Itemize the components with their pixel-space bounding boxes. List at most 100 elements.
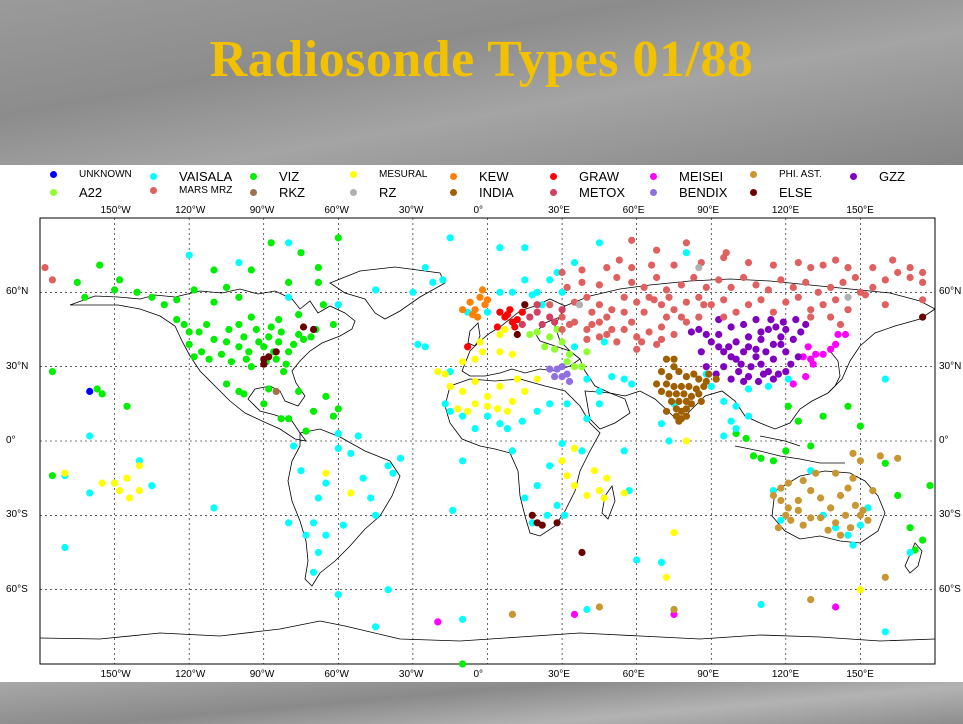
station-marker-mars-mrz — [558, 325, 566, 334]
station-marker-rkz — [272, 387, 280, 395]
station-marker-phi-ast — [777, 484, 785, 492]
station-marker-meisei — [827, 345, 835, 353]
station-marker-else — [553, 519, 561, 527]
station-marker-vaisala — [290, 442, 298, 450]
station-marker-mars-mrz — [782, 298, 790, 306]
legend-item-mars-mrz: MARS MRZ — [150, 185, 232, 196]
station-marker-mars-mrz — [881, 301, 889, 309]
station-marker-vaisala — [285, 239, 293, 247]
station-marker-phi-ast — [869, 487, 877, 495]
station-marker-gzz — [740, 348, 748, 356]
station-marker-gzz — [774, 370, 783, 378]
station-marker-mesural — [570, 482, 579, 490]
station-marker-vaisala — [439, 276, 447, 284]
station-marker-mesural — [521, 387, 529, 395]
station-marker-bendix — [546, 365, 554, 373]
station-marker-phi-ast — [812, 469, 820, 477]
station-marker-viz — [782, 447, 790, 455]
station-marker-phi-ast — [894, 454, 902, 462]
legend-item-meisei: MEISEI — [650, 169, 723, 184]
station-marker-meisei — [802, 373, 810, 381]
coastline-north-america — [69, 288, 356, 442]
legend-swatch — [150, 173, 157, 180]
station-marker-meisei — [570, 610, 579, 618]
station-marker-vaisala — [314, 548, 322, 557]
slide-background-top — [0, 0, 963, 165]
station-marker-gzz — [727, 375, 735, 383]
station-marker-mesural — [98, 479, 106, 487]
station-marker-mars-mrz — [861, 291, 870, 299]
lon-label-bottom: 120°E — [771, 669, 800, 680]
station-marker-a22 — [533, 328, 541, 336]
station-marker-viz — [267, 239, 275, 247]
station-marker-viz — [210, 335, 218, 343]
station-marker-gzz — [794, 353, 802, 361]
station-marker-meisei — [819, 350, 827, 358]
station-marker-mesural — [563, 472, 571, 480]
station-marker-vaisala — [86, 432, 94, 440]
lat-label-right: 60°S — [939, 583, 961, 595]
station-marker-vaisala — [665, 437, 673, 445]
legend-item-kew: KEW — [450, 169, 509, 184]
station-marker-graw — [513, 316, 521, 324]
station-marker-mars-mrz — [819, 301, 827, 309]
legend-label: ELSE — [779, 185, 813, 200]
station-marker-gzz — [707, 338, 715, 346]
station-marker-viz — [173, 316, 181, 324]
station-marker-mars-mrz — [869, 264, 877, 272]
station-marker-mars-mrz — [889, 256, 897, 264]
station-marker-viz — [749, 452, 758, 460]
station-marker-gzz — [797, 328, 805, 336]
station-marker-india — [712, 375, 720, 383]
station-marker-viz — [48, 472, 57, 480]
station-marker-gzz — [712, 370, 720, 378]
station-marker-viz — [784, 402, 792, 410]
station-marker-vaisala — [538, 301, 546, 309]
station-marker-viz — [894, 491, 902, 500]
station-marker-graw — [518, 308, 526, 316]
station-marker-mars-mrz — [41, 264, 49, 272]
station-marker-kew — [478, 286, 487, 294]
station-marker-phi-ast — [849, 474, 857, 482]
station-marker-vaisala — [334, 444, 342, 452]
station-marker-mesural — [483, 402, 492, 410]
station-marker-a22 — [578, 363, 586, 371]
station-marker-vaisala — [384, 462, 392, 470]
station-marker-vaisala — [210, 504, 218, 512]
lon-label-bottom: 150°E — [846, 669, 874, 680]
station-marker-mesural — [61, 469, 69, 477]
legend-item-rkz: RKZ — [250, 185, 305, 200]
station-marker-viz — [742, 434, 750, 443]
station-marker-mars-mrz — [546, 301, 554, 309]
station-marker-viz — [227, 358, 235, 366]
legend-swatch — [250, 189, 257, 196]
station-marker-mars-mrz — [595, 281, 604, 289]
station-marker-mars-mrz — [789, 283, 797, 291]
station-marker-viz — [334, 405, 342, 413]
station-marker-vaisala — [764, 382, 773, 391]
station-marker-phi-ast — [864, 516, 872, 524]
station-marker-mars-mrz — [727, 283, 735, 291]
station-marker-gzz — [757, 335, 765, 343]
station-marker-viz — [247, 363, 255, 371]
station-marker-vaisala — [595, 239, 604, 247]
legend-item-graw: GRAW — [550, 169, 619, 184]
station-marker-kew — [476, 293, 484, 301]
station-marker-gzz — [702, 363, 710, 371]
station-marker-viz — [295, 311, 303, 319]
station-marker-mars-mrz — [583, 325, 591, 334]
station-marker-gzz — [802, 320, 810, 329]
station-marker-mars-mrz — [832, 296, 840, 304]
station-marker-viz — [309, 407, 318, 415]
station-marker-vaisala — [61, 543, 69, 552]
station-marker-phi-ast — [846, 524, 855, 532]
station-marker-viz — [275, 316, 283, 324]
slide-background-bottom — [0, 682, 963, 724]
station-marker-viz — [322, 392, 330, 400]
station-marker-gzz — [757, 360, 765, 368]
legend-item-rz: RZ — [350, 185, 396, 200]
station-marker-viz — [242, 355, 250, 363]
station-marker-mars-mrz — [819, 261, 827, 269]
